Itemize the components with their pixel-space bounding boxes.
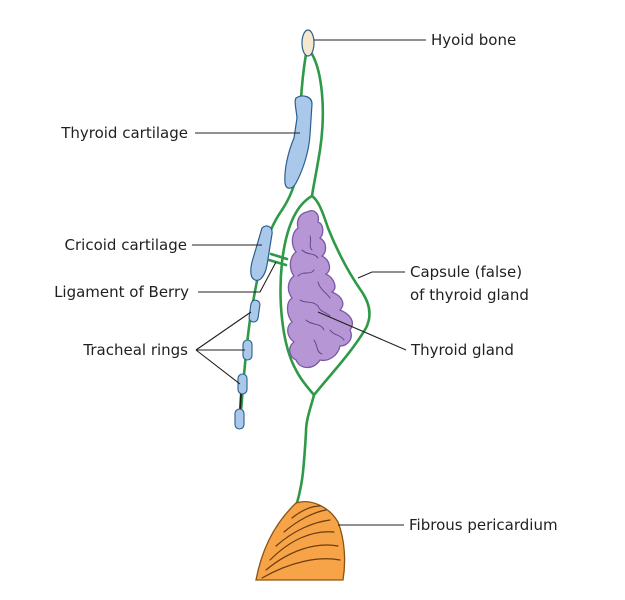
pericardium-stripe xyxy=(291,505,321,519)
leader-ligament-of-berry xyxy=(198,261,277,293)
fascia-to-pericardium xyxy=(295,393,316,505)
tracheal-ring xyxy=(248,299,261,323)
cricoid-cartilage xyxy=(250,225,273,281)
label-tracheal-rings: Tracheal rings xyxy=(82,341,188,359)
ligament-of-berry xyxy=(269,252,289,261)
gland-lobule-mark xyxy=(301,249,319,259)
label-fibrous-pericardium: Fibrous pericardium xyxy=(409,516,558,534)
leader-capsule xyxy=(357,271,405,279)
thyroid-cartilage xyxy=(284,95,313,189)
pericardium-stripe xyxy=(283,509,327,533)
label-capsule-line1: Capsule (false) xyxy=(410,263,522,281)
gland-lobule-mark xyxy=(317,281,331,299)
label-thyroid-cartilage: Thyroid cartilage xyxy=(60,124,188,142)
label-thyroid-gland: Thyroid gland xyxy=(410,341,514,359)
tracheal-connector xyxy=(239,391,242,411)
leader-thyroid-gland xyxy=(317,311,407,351)
hyoid-bone xyxy=(301,29,315,57)
gland-lobule-mark xyxy=(309,235,313,251)
gland-lobule-mark xyxy=(299,299,331,317)
gland-lobule-mark xyxy=(313,339,323,355)
ligament-of-berry-2 xyxy=(267,258,288,267)
gland-lobule-mark xyxy=(305,319,325,331)
thyroid-gland xyxy=(286,210,354,369)
tracheal-ring xyxy=(237,373,248,395)
label-ligament-of-berry: Ligament of Berry xyxy=(54,283,189,301)
pericardium-stripe xyxy=(269,531,335,561)
pericardium-stripe xyxy=(275,519,331,547)
gland-lobule-mark xyxy=(297,269,315,277)
fibrous-pericardium xyxy=(255,501,346,581)
label-capsule-line2: of thyroid gland xyxy=(410,286,529,304)
leader-tracheal-ring-1 xyxy=(195,311,252,351)
pretracheal-fascia-posterior xyxy=(310,52,325,198)
gland-lobule-mark xyxy=(329,329,345,341)
false-capsule xyxy=(279,194,371,397)
pericardium-stripe xyxy=(261,558,341,579)
label-cricoid-cartilage: Cricoid cartilage xyxy=(65,236,187,254)
label-hyoid-bone: Hyoid bone xyxy=(431,31,516,49)
pericardium-stripe xyxy=(265,544,339,571)
tracheal-ring xyxy=(234,408,245,430)
leader-tracheal-ring-3 xyxy=(195,349,241,385)
